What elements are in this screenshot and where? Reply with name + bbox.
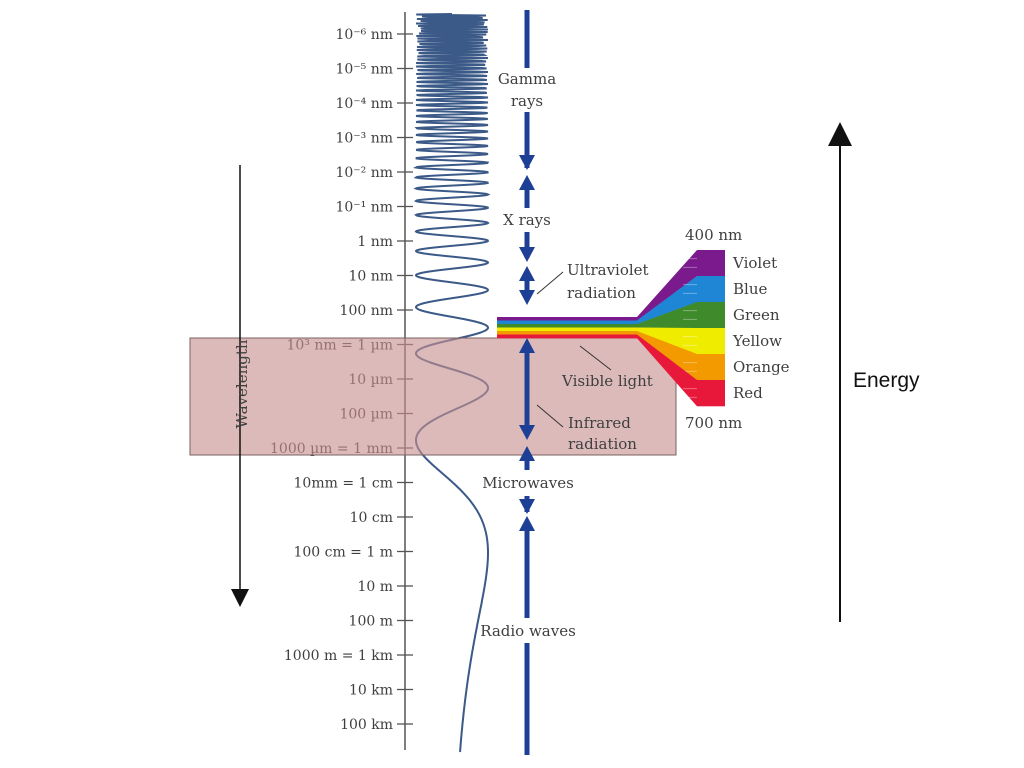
spectrum-swatch	[697, 354, 725, 381]
band-arrow-down	[519, 290, 535, 305]
uv-leader	[536, 271, 564, 295]
spectrum-fan-wedge	[637, 331, 697, 381]
spectrum-color-label: Yellow	[732, 332, 782, 350]
spectrum-swatch	[697, 380, 725, 407]
spectrum-swatch	[697, 302, 725, 329]
band-arrow-down	[519, 425, 535, 440]
scale-label: 100 cm = 1 m	[293, 545, 393, 561]
scale-label: 10⁻⁵ nm	[335, 62, 393, 78]
energy-label: Energy	[853, 369, 920, 392]
band-arrow-up	[519, 175, 535, 190]
band-arrow-up	[519, 338, 535, 353]
scale-label: 10⁻¹ nm	[335, 200, 393, 216]
spectrum-fan-wedge	[637, 276, 697, 325]
uv-label: Ultraviolet	[567, 261, 649, 279]
band-arrow-down	[519, 155, 535, 170]
scale-label: 100 km	[340, 717, 393, 733]
spectrum-700nm-label: 700 nm	[685, 414, 742, 432]
scale-label: 1000 m = 1 km	[284, 648, 393, 664]
scale-label: 10⁻⁶ nm	[335, 27, 393, 43]
gamma-rays-label: Gamma	[498, 70, 556, 88]
scale-label: 1 nm	[357, 234, 393, 250]
spectrum-color-label: Violet	[732, 254, 777, 272]
spectrum-swatch	[697, 276, 725, 303]
band-arrow-down	[519, 499, 535, 514]
spectrum-strip	[497, 324, 637, 328]
spectrum-color-label: Orange	[733, 358, 790, 376]
spectrum-band	[519, 10, 535, 755]
scale-label: 10 nm	[348, 269, 393, 285]
uv-label-2: radiation	[567, 284, 636, 302]
spectrum-strip	[497, 327, 637, 332]
scale-label: 10 m	[357, 579, 393, 595]
band-arrow-up	[519, 266, 535, 281]
spectrum-strip	[497, 331, 637, 335]
scale-label: 10⁻⁴ nm	[335, 96, 393, 112]
spectrum-fan-wedge	[637, 327, 697, 355]
scale-label: 10mm = 1 cm	[294, 476, 393, 492]
xrays-label: X rays	[503, 211, 551, 229]
microwaves-label: Microwaves	[482, 474, 574, 492]
spectrum-swatch	[697, 328, 725, 355]
scale-label: 10⁻² nm	[335, 165, 393, 181]
scale-label: 10 cm	[350, 510, 393, 526]
ir-leader	[536, 404, 564, 428]
spectrum-400nm-label: 400 nm	[685, 226, 742, 244]
spectrum-color-label: Blue	[733, 280, 767, 298]
spectrum-strip	[497, 320, 637, 325]
scale-ticks: 10⁻⁶ nm 10⁻⁵ nm 10⁻⁴ nm 10⁻³ nm 10⁻² nm 10⁻¹ …	[270, 27, 413, 733]
gamma-rays-label-2: rays	[511, 92, 543, 110]
band-arrow-down	[519, 247, 535, 262]
ir-label-2: radiation	[568, 435, 637, 453]
visible-leader	[579, 345, 612, 371]
band-arrow-up	[519, 516, 535, 531]
visible-light-label: Visible light	[561, 372, 653, 390]
scale-label: 100 m	[349, 614, 393, 630]
ir-label: Infrared	[568, 414, 631, 432]
spectrum-color-label: Green	[733, 306, 780, 324]
wavelength-axis-label: Wavelength	[233, 339, 251, 428]
band-arrow-up	[519, 446, 535, 461]
scale-label: 100 nm	[340, 303, 393, 319]
scale-label: 10 km	[349, 683, 393, 699]
spectrum-color-label: Red	[733, 384, 763, 402]
scale-label: 10⁻³ nm	[335, 131, 393, 147]
spectrum-strip	[497, 317, 637, 321]
spectrum-fan-wedge	[637, 250, 697, 321]
spectrum-swatch	[697, 250, 725, 277]
radio-waves-label: Radio waves	[480, 622, 576, 640]
spectrum-fan-wedge	[637, 302, 697, 329]
spectrum-fan-wedge	[637, 334, 697, 407]
spectrum-strip	[497, 334, 637, 339]
